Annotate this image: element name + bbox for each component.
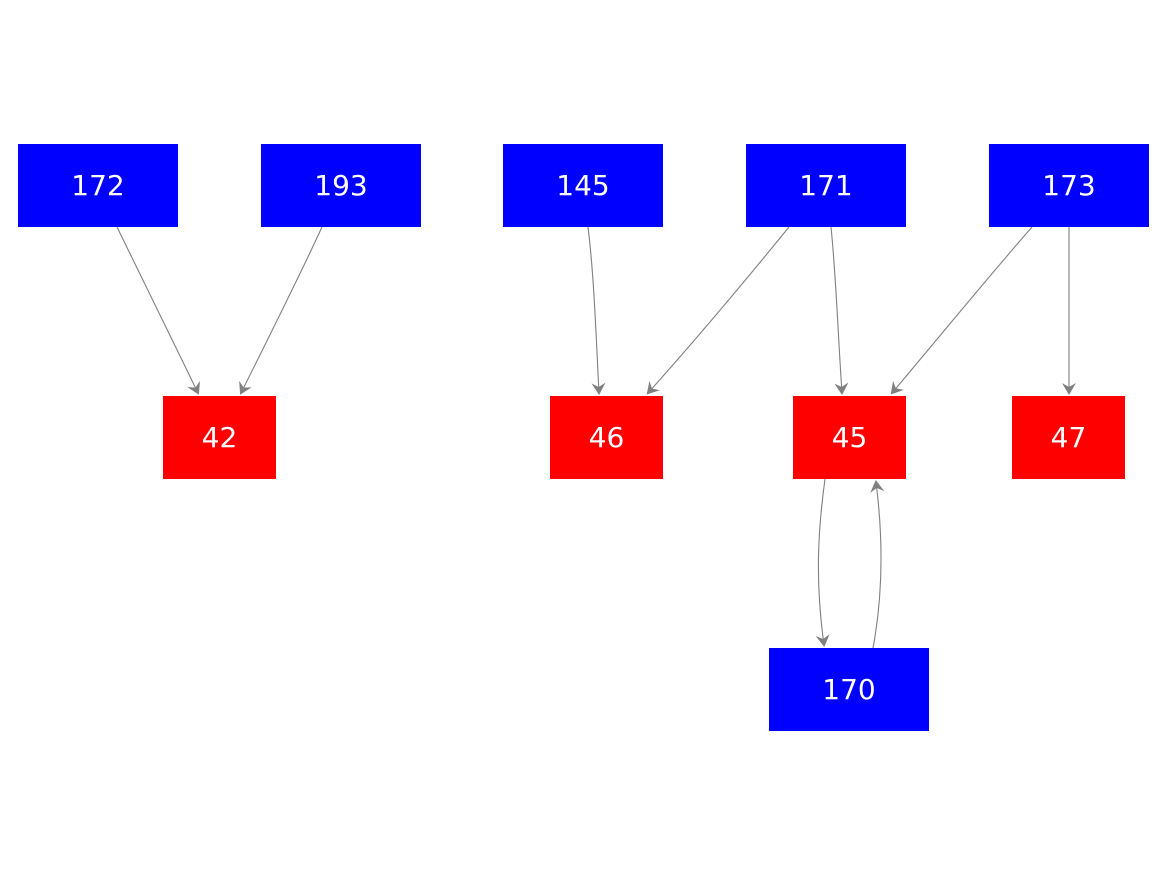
node-box-145[interactable]	[503, 144, 663, 227]
node-45[interactable]: 45	[793, 396, 906, 479]
nodes-layer: 172 193 145 171 173 42 46 45 47 170	[18, 144, 1149, 731]
edge-173-to-45	[890, 226, 1033, 395]
node-label-171: 171	[799, 169, 852, 202]
node-170[interactable]: 170	[769, 648, 929, 731]
edge-193-to-42	[239, 226, 323, 395]
node-label-47: 47	[1051, 421, 1087, 454]
node-42[interactable]: 42	[163, 396, 276, 479]
node-box-42[interactable]	[163, 396, 276, 479]
edge-171-to-46	[646, 226, 790, 395]
node-box-173[interactable]	[989, 144, 1149, 227]
node-label-173: 173	[1042, 169, 1095, 202]
node-173[interactable]: 173	[989, 144, 1149, 227]
node-172[interactable]: 172	[18, 144, 178, 227]
node-171[interactable]: 171	[746, 144, 906, 227]
node-box-46[interactable]	[550, 396, 663, 479]
node-47[interactable]: 47	[1012, 396, 1125, 479]
node-box-172[interactable]	[18, 144, 178, 227]
edges-layer	[116, 226, 1076, 649]
node-label-45: 45	[832, 421, 868, 454]
node-box-170[interactable]	[769, 648, 929, 731]
edge-170-to-45	[870, 480, 885, 649]
node-46[interactable]: 46	[550, 396, 663, 479]
node-box-193[interactable]	[261, 144, 421, 227]
edge-45-to-170	[815, 478, 830, 647]
node-label-42: 42	[202, 421, 238, 454]
edge-171-to-45	[830, 226, 849, 395]
node-193[interactable]: 193	[261, 144, 421, 227]
node-label-172: 172	[71, 169, 124, 202]
node-label-46: 46	[589, 421, 625, 454]
node-label-193: 193	[314, 169, 367, 202]
node-label-170: 170	[822, 673, 875, 706]
edge-172-to-42	[116, 226, 200, 395]
node-label-145: 145	[556, 169, 609, 202]
node-box-171[interactable]	[746, 144, 906, 227]
node-box-47[interactable]	[1012, 396, 1125, 479]
edge-145-to-46	[587, 226, 606, 395]
node-145[interactable]: 145	[503, 144, 663, 227]
node-box-45[interactable]	[793, 396, 906, 479]
